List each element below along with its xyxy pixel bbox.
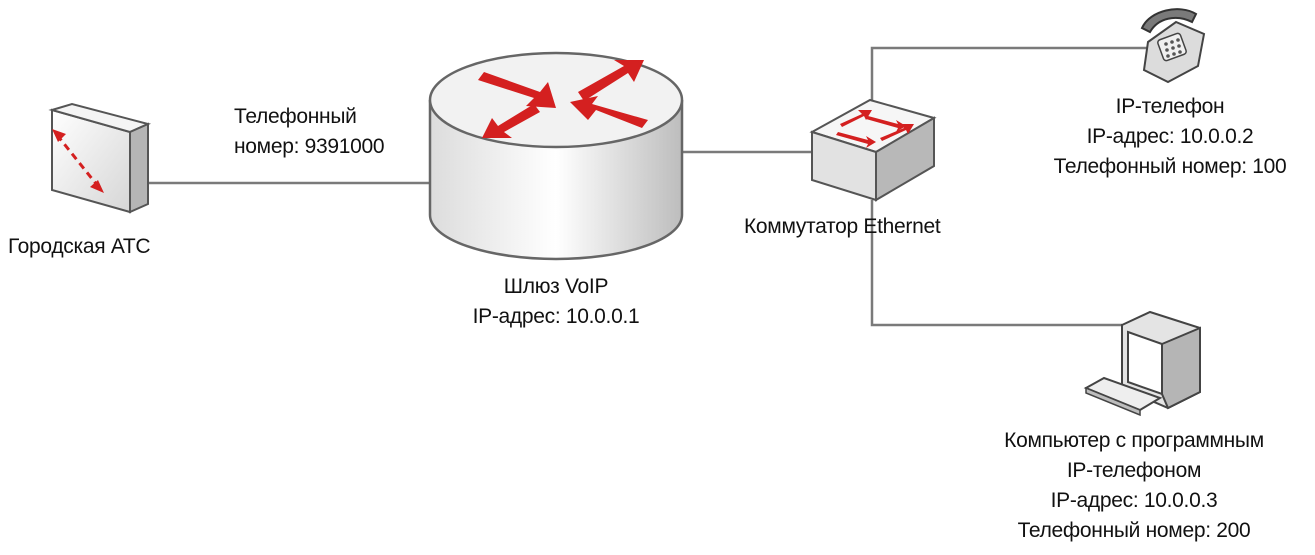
computer-icon bbox=[1083, 310, 1201, 417]
link-switch-computer bbox=[870, 200, 1122, 327]
switch-icon bbox=[809, 98, 937, 202]
pbx-icon bbox=[48, 102, 152, 214]
computer-ip: IP-адрес: 10.0.0.3 bbox=[1050, 489, 1218, 512]
connection-lines bbox=[140, 46, 1148, 327]
gateway-name: Шлюз VoIP bbox=[503, 275, 609, 298]
gateway-ip: IP-адрес: 10.0.0.1 bbox=[472, 305, 640, 328]
gateway-label: Шлюз VoIP IP-адрес: 10.0.0.1 bbox=[456, 272, 656, 332]
computer-name-line2: IP-телефоном bbox=[1066, 459, 1202, 482]
router-icon bbox=[428, 51, 684, 261]
link-switch-phone bbox=[870, 46, 1148, 108]
pbx-label: Городская АТС bbox=[8, 235, 151, 258]
link-pbx-gateway-label: Телефонный номер: 9391000 bbox=[234, 105, 385, 158]
telephone-icon bbox=[1140, 8, 1206, 84]
computer-name-line1: Компьютер с программным bbox=[1004, 429, 1264, 452]
computer-number: Телефонный номер: 200 bbox=[1017, 519, 1251, 542]
ip-phone-ip: IP-адрес: 10.0.0.2 bbox=[1086, 125, 1254, 148]
computer-label: Компьютер с программным IP-телефоном IP-… bbox=[958, 426, 1310, 546]
switch-label: Коммутатор Ethernet bbox=[744, 215, 941, 238]
ip-phone-name: IP-телефон bbox=[1115, 95, 1225, 118]
ip-phone-number: Телефонный номер: 100 bbox=[1053, 155, 1287, 178]
ip-phone-label: IP-телефон IP-адрес: 10.0.0.2 Телефонный… bbox=[1030, 92, 1310, 182]
